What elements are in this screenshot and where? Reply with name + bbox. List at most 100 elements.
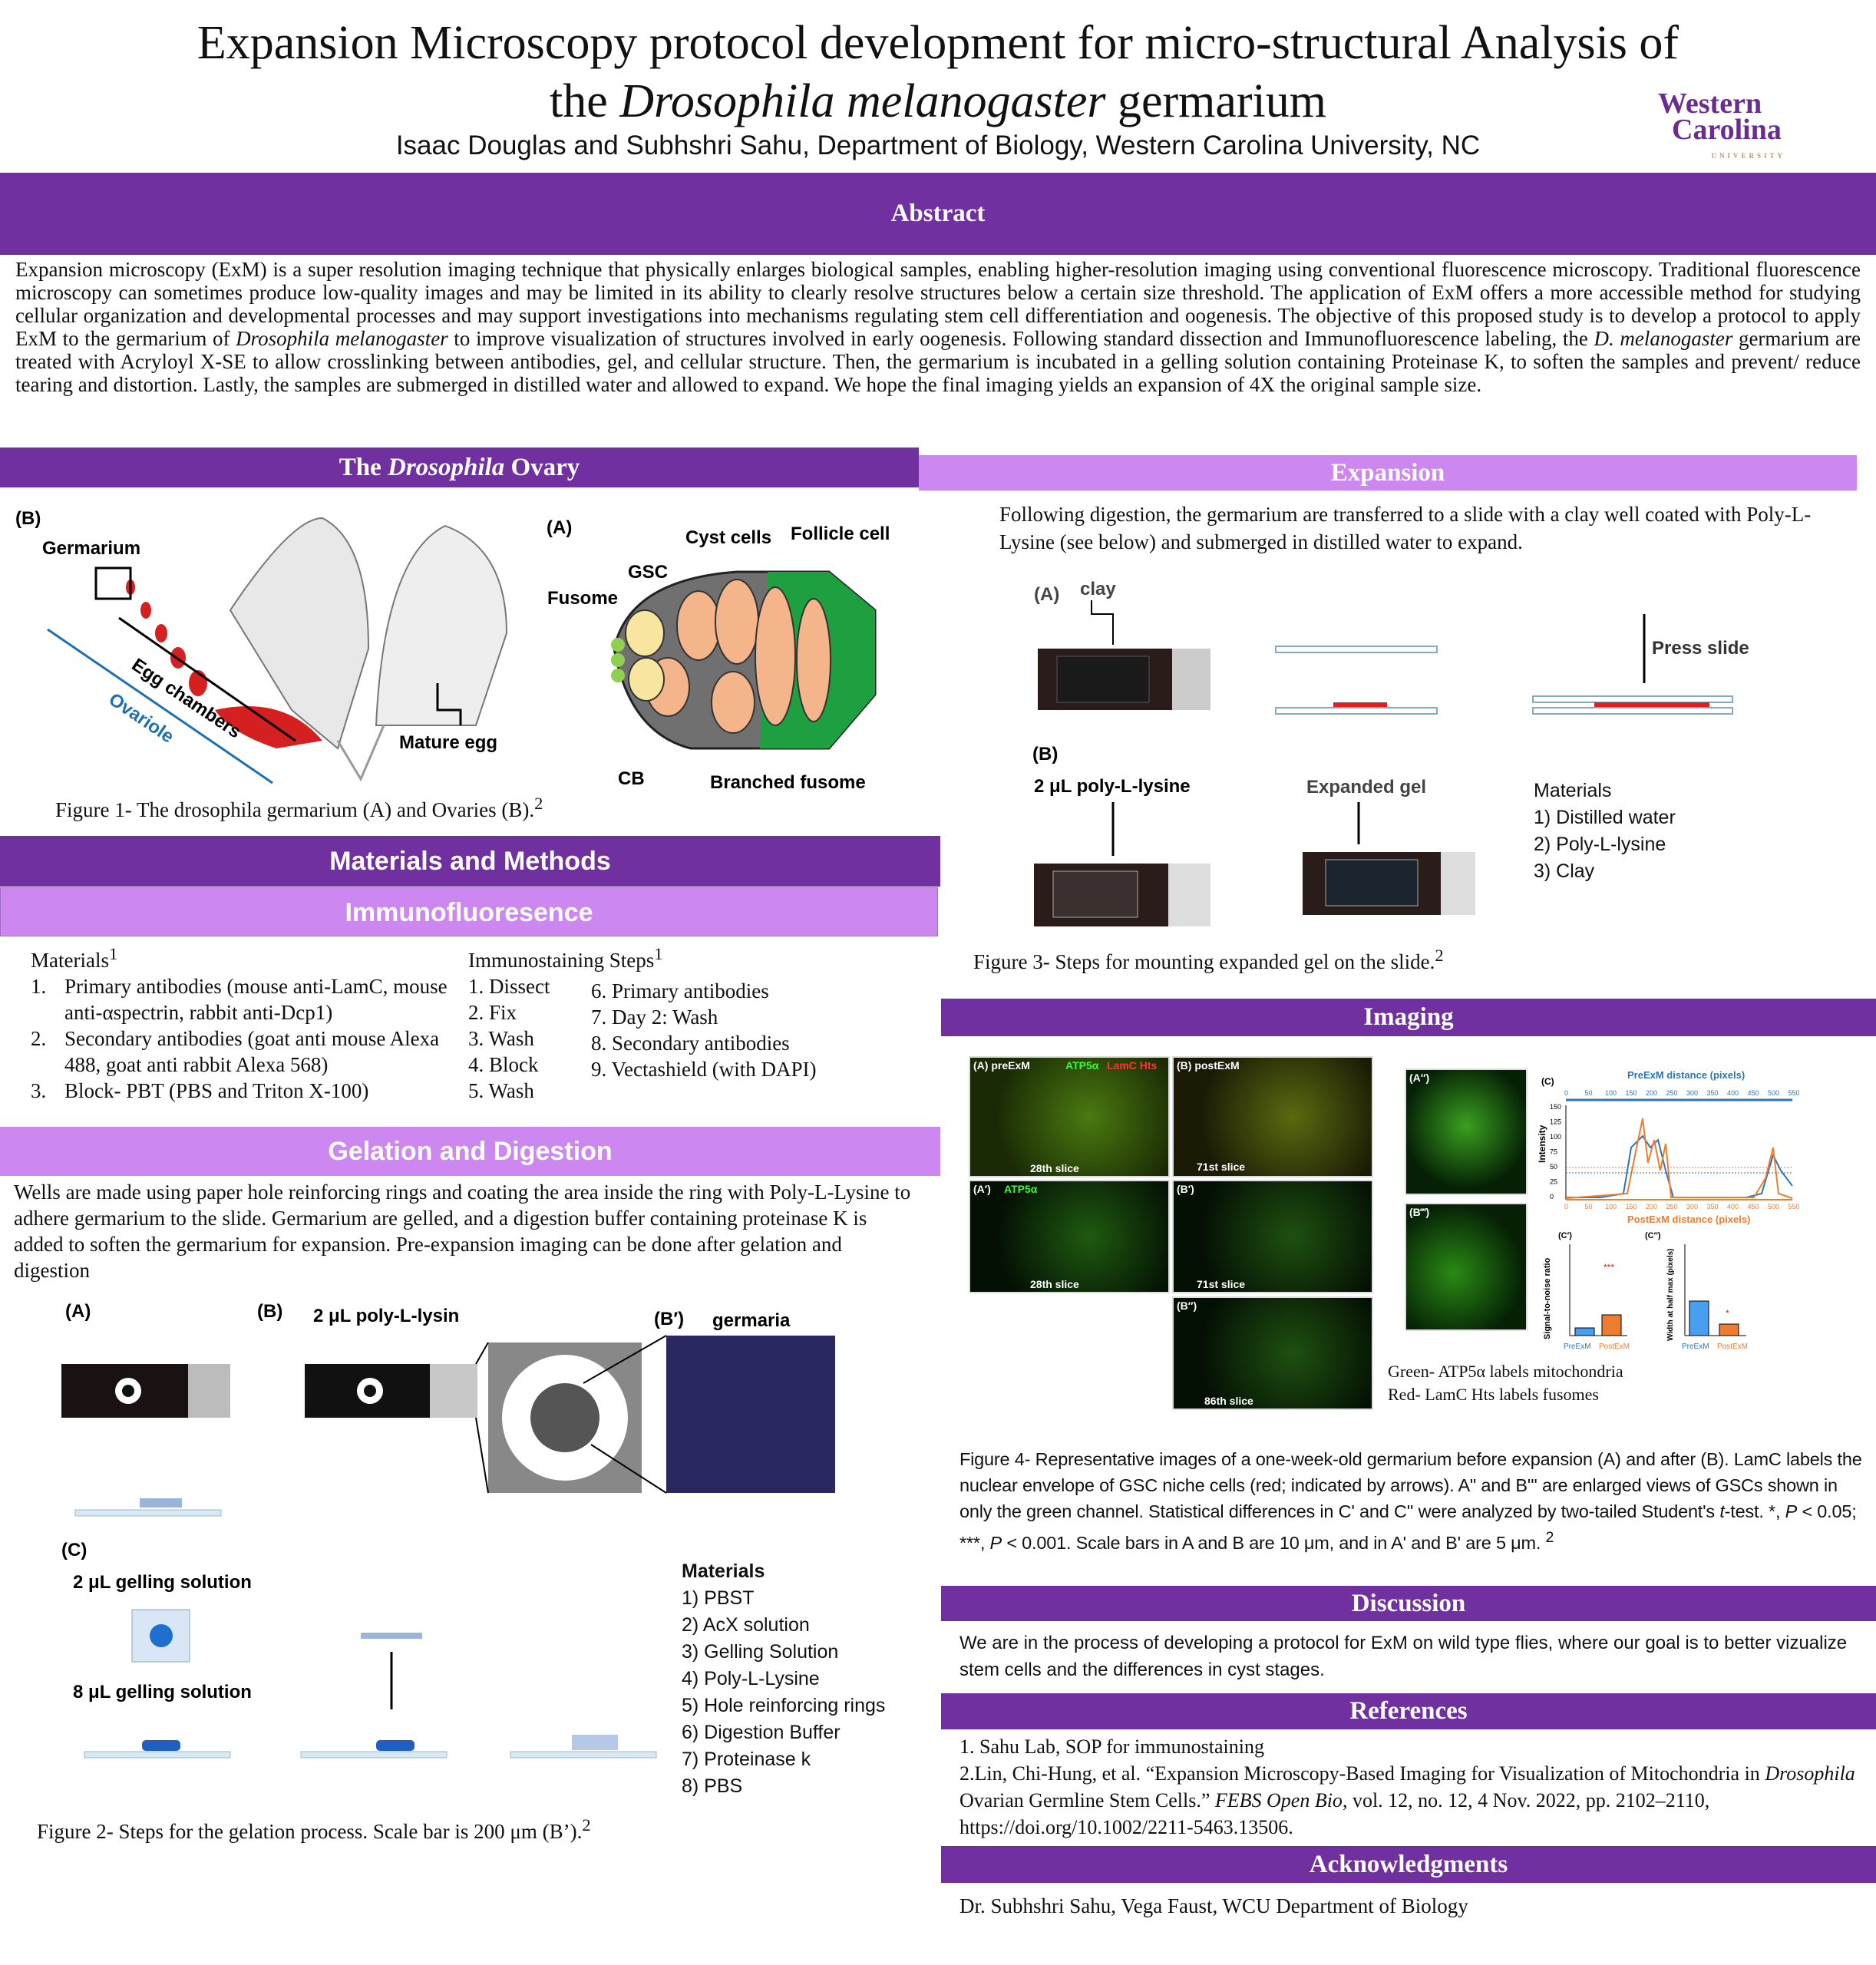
figure-3-expansion-diagram: (A) clay Press slide (B) 2 μL poly-L-lys…: [1032, 579, 1749, 926]
y-tick: 25: [1550, 1178, 1557, 1186]
label-b: (B): [1032, 744, 1058, 765]
label-c: (C): [61, 1540, 87, 1560]
label-branched-fusome: Branched fusome: [710, 772, 866, 793]
top-x-tick: 300: [1686, 1089, 1698, 1097]
bottom-x-tick: 50: [1585, 1203, 1593, 1210]
bottom-x-tick: 200: [1646, 1203, 1657, 1210]
label-press-slide: Press slide: [1652, 638, 1749, 659]
panel-a2: (A″): [1405, 1068, 1528, 1195]
label-expanded-gel: Expanded gel: [1306, 777, 1426, 798]
panel-b1: (B′)71st slice: [1172, 1180, 1373, 1293]
label-poly-lysine: 2 μL poly-L-lysine: [1034, 776, 1191, 797]
reference-2: 2.Lin, Chi-Hung, et al. “Expansion Micro…: [959, 1762, 1855, 1838]
ovary-heading: The Drosophila Ovary: [0, 447, 919, 487]
bar-snr-postexm: [1601, 1314, 1622, 1336]
reference-doi-link[interactable]: https://doi.org/10.1002/2211-5463.13506: [959, 1816, 1289, 1838]
germarium-illustration: [611, 570, 877, 750]
bottom-x-tick: 550: [1788, 1203, 1800, 1210]
abstract-heading: Abstract: [0, 173, 1876, 255]
label-germarium: Germarium: [42, 538, 140, 559]
label-gsc: GSC: [628, 562, 668, 583]
snr-significance: ***: [1604, 1262, 1614, 1273]
imaging-heading: Imaging: [941, 999, 1876, 1036]
series-postexm-line: [1565, 1118, 1793, 1199]
poster-title: Expansion Microscopy protocol developmen…: [0, 14, 1876, 130]
top-x-tick: 200: [1646, 1089, 1657, 1097]
bar-snr-preexm: [1574, 1327, 1595, 1336]
discussion-text: We are in the process of developing a pr…: [959, 1633, 1848, 1680]
references-list: 1. Sahu Lab, SOP for immunostaining 2.Li…: [959, 1733, 1858, 1841]
title-line-2: the Drosophila melanogaster germarium: [550, 75, 1326, 127]
bar-fwhm-postexm: [1719, 1323, 1739, 1336]
y-tick: 100: [1550, 1133, 1561, 1141]
label-a: (A): [65, 1301, 91, 1322]
label-germaria: germaria: [712, 1310, 791, 1331]
abstract-text: Expansion microscopy (ExM) is a super re…: [15, 258, 1861, 396]
chart-c-label: (C): [1541, 1076, 1554, 1087]
label-clay: clay: [1080, 579, 1116, 599]
y-tick: 50: [1550, 1163, 1557, 1171]
snr-post-label: PostExM: [1599, 1342, 1630, 1351]
chart-y-label: Intensity: [1537, 1125, 1547, 1163]
chart-c1-label: (C′): [1558, 1231, 1572, 1240]
top-x-tick: 350: [1707, 1089, 1719, 1097]
figure-1-ovary-diagram: (B) Germarium Egg chambers Ovariole Matu…: [15, 508, 890, 793]
label-a: (A): [547, 517, 572, 538]
top-x-tick: 150: [1626, 1089, 1637, 1097]
expansion-heading: Expansion: [919, 455, 1857, 490]
top-x-tick: 500: [1768, 1089, 1779, 1097]
expansion-text: Following digestion, the germarium are t…: [999, 503, 1812, 553]
authors: Isaac Douglas and Subhshri Sahu, Departm…: [395, 130, 1481, 160]
references-heading: References: [941, 1693, 1876, 1729]
top-x-tick: 250: [1666, 1089, 1678, 1097]
discussion-heading: Discussion: [941, 1586, 1876, 1621]
label-poly-lysine: 2 μL poly-L-lysin: [313, 1306, 459, 1326]
label-b-prime: (B′): [654, 1309, 684, 1329]
top-x-tick: 550: [1788, 1089, 1800, 1097]
bottom-x-tick: 400: [1727, 1203, 1739, 1210]
label-b: (B): [15, 508, 41, 529]
label-fusome: Fusome: [547, 588, 618, 609]
fwhm-significance: *: [1726, 1308, 1729, 1319]
label-cyst-cells: Cyst cells: [685, 527, 771, 548]
bar-fwhm-preexm: [1689, 1300, 1709, 1336]
figure-1-caption: Figure 1- The drosophila germarium (A) a…: [55, 794, 543, 821]
figure-4-caption: Figure 4- Representative images of a one…: [959, 1449, 1862, 1553]
gelation-text: Wells are made using paper hole reinforc…: [14, 1181, 911, 1282]
chart-c2-label: (C″): [1645, 1231, 1661, 1240]
bottom-x-tick: 500: [1768, 1203, 1779, 1210]
top-x-tick: 100: [1605, 1089, 1617, 1097]
bottom-x-tick: 450: [1748, 1203, 1759, 1210]
immuno-materials: Materials1 1.Primary antibodies (mouse a…: [31, 944, 448, 1102]
panel-b2: (B″)86th slice: [1172, 1296, 1373, 1410]
bottom-x-tick: 250: [1666, 1203, 1678, 1210]
bottom-x-tick: 0: [1564, 1203, 1568, 1210]
label-b: (B): [257, 1301, 282, 1322]
chart-top-axis-title: PreExM distance (pixels): [1627, 1069, 1745, 1081]
figure-2-caption: Figure 2- Steps for the gelation process…: [37, 1815, 591, 1843]
panel-b3: (B‴): [1405, 1203, 1528, 1331]
fwhm-post-label: PostExM: [1717, 1342, 1748, 1351]
top-x-tick: 450: [1748, 1089, 1759, 1097]
title-line-1: Expansion Microscopy protocol developmen…: [197, 17, 1679, 69]
label-follicle-cell: Follicle cell: [791, 523, 890, 544]
acknowledgments-text: Dr. Subhshri Sahu, Vega Faust, WCU Depar…: [959, 1894, 1468, 1917]
bottom-x-tick: 300: [1686, 1203, 1698, 1210]
gelation-heading: Gelation and Digestion: [0, 1127, 940, 1176]
y-tick: 75: [1550, 1148, 1557, 1156]
bottom-x-tick: 350: [1707, 1203, 1719, 1210]
top-x-tick: 0: [1564, 1089, 1568, 1097]
y-tick: 125: [1550, 1118, 1561, 1126]
y-tick: 150: [1550, 1103, 1561, 1111]
bottom-x-tick: 150: [1626, 1203, 1637, 1210]
figure-2-gelation-diagram: (A) (B) 2 μL poly-L-lysin (B′) germaria …: [61, 1301, 835, 1759]
methods-heading: Materials and Methods: [0, 836, 940, 887]
fwhm-y-label: Width at half max (pixels): [1666, 1249, 1675, 1341]
label-mature-egg: Mature egg: [399, 732, 497, 753]
